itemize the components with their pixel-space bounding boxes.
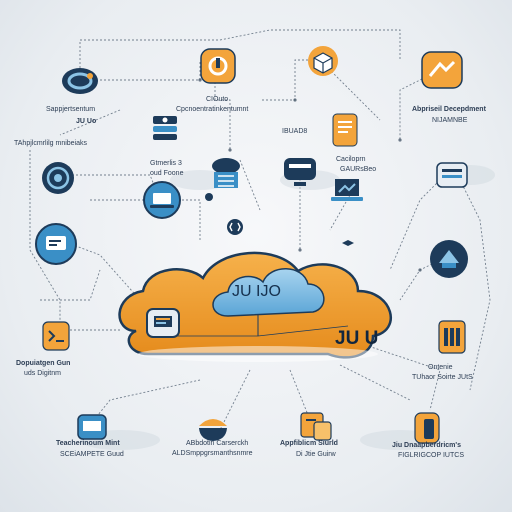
wire-node <box>198 78 202 82</box>
label-sappjertsentum: Sappjertsentum <box>46 106 96 113</box>
label-ontenie: Ontenie <box>428 364 453 371</box>
wire <box>219 369 251 431</box>
terminal-icon[interactable] <box>40 318 72 354</box>
monitor-icon[interactable] <box>146 308 180 338</box>
laptop-icon[interactable] <box>142 180 182 220</box>
label-sceiampete: SCEiAMPETE Guud <box>60 451 124 458</box>
label-abbdotin-carserckh: ABbdotin Carserckh <box>186 440 249 447</box>
wire <box>399 69 441 140</box>
terminal-icon[interactable] <box>34 222 78 266</box>
target-icon[interactable] <box>40 160 76 196</box>
document-icon[interactable] <box>330 112 360 148</box>
bowl-icon[interactable] <box>196 414 230 444</box>
chevron-icon[interactable] <box>340 238 356 248</box>
cloud-small-label: JU IJO <box>232 283 281 300</box>
wire <box>60 174 161 201</box>
central-cloud <box>118 251 392 362</box>
laptop-icon[interactable] <box>330 176 364 206</box>
label-aldsmppgrsmanthsnmre: ALDSmppgrsmanthsnmre <box>172 450 253 457</box>
wire <box>40 269 101 301</box>
label-tuhaor-soirte: TUhaor Soirte JUtS <box>412 374 473 381</box>
wire <box>289 369 311 421</box>
label-teacherinoum-mint: Teacherinoum Mint <box>56 440 120 447</box>
laptop-icon[interactable] <box>298 410 334 444</box>
label-jiu-dnaapberdricms: Jiu Dnaapberdricm's <box>392 442 461 449</box>
orange-app-icon[interactable] <box>198 46 238 86</box>
label-figlrigcop: FIGLRIGCOP IUTCS <box>398 452 464 459</box>
wire <box>459 179 491 391</box>
label-uds-digitnm: uds Digitnm <box>24 370 61 377</box>
wire <box>214 70 231 150</box>
label-gaursbeo: GAURsBeo <box>340 166 377 173</box>
label-oud-foone: oud Foone <box>150 170 184 177</box>
label-tahpjlcmrlilg: TAhpjlcmrlilg mnibeiaks <box>14 140 88 147</box>
wire <box>260 59 320 101</box>
wire-node <box>418 268 422 272</box>
wire-node <box>398 138 402 142</box>
label-gtmerlis: Gtmerlis 3 <box>150 160 182 167</box>
label-dopuiatgen-gun: Dopuiatgen Gun <box>16 360 71 367</box>
label-di-jtie-guirw: Di Jtie Guirw <box>296 451 336 458</box>
monitor-icon[interactable] <box>76 412 108 442</box>
dot-icon[interactable] <box>204 192 214 202</box>
wire <box>59 109 121 136</box>
server-icon[interactable] <box>208 156 244 196</box>
label-ju-uo: JU Uo <box>76 118 97 125</box>
wire <box>79 29 401 80</box>
network-icon[interactable] <box>428 238 470 280</box>
wire-node <box>228 148 232 152</box>
wire-node <box>298 248 302 252</box>
document-icon[interactable] <box>412 410 442 446</box>
bracket-icon[interactable] <box>226 218 244 236</box>
label-cpcnoentratinkentumnt: Cpcnoentratinkentumnt <box>176 106 249 113</box>
label-appfiblicm-siurld: Appfiblicm Siurld <box>280 440 338 447</box>
user-stack-icon[interactable] <box>150 112 180 142</box>
label-ibuad8: IBUAD8 <box>282 128 308 135</box>
cloud-big-label: JU U <box>335 328 379 349</box>
wire <box>29 150 61 330</box>
label-cio: CIOuto <box>206 96 229 103</box>
database-icon[interactable] <box>434 160 470 190</box>
ring-icon[interactable] <box>60 66 100 96</box>
wire <box>90 199 201 240</box>
display-icon[interactable] <box>282 156 318 188</box>
orange-box-icon[interactable] <box>304 44 342 78</box>
label-caciloprn: Caciloprn <box>336 156 366 163</box>
label-nijamnbe: NIJAMNBE <box>432 117 468 124</box>
wire-node <box>293 98 297 102</box>
wire <box>339 364 411 401</box>
label-abpriseil-decepdment: Abpriseil Decepdment <box>412 106 486 113</box>
wire <box>239 159 261 211</box>
orange-folder-icon[interactable] <box>420 50 464 90</box>
wire <box>329 194 351 231</box>
database-icon[interactable] <box>436 318 468 356</box>
